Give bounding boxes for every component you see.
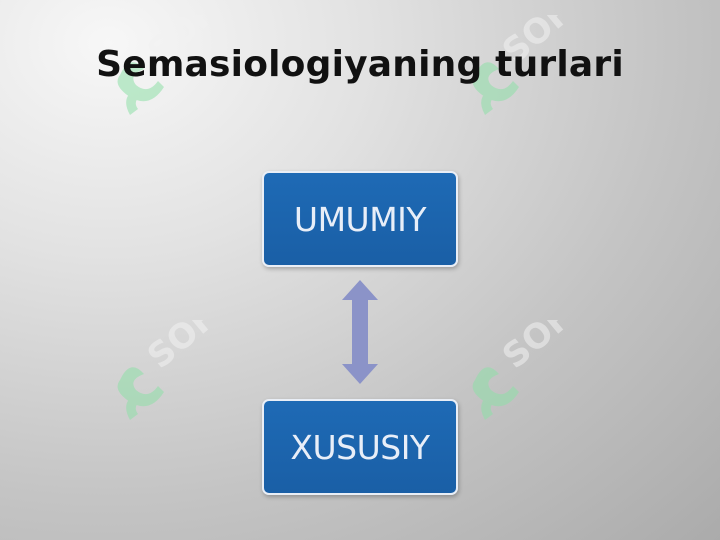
- umumiy-box: UMUMIY: [262, 171, 458, 267]
- xususiy-box: XUSUSIY: [262, 399, 458, 495]
- watermark-logo: SOFF: [472, 320, 597, 420]
- svg-text:SOFF: SOFF: [140, 320, 242, 377]
- double-headed-arrow: [342, 280, 378, 384]
- arrow-shape: [342, 280, 378, 384]
- svg-text:SOFF: SOFF: [495, 320, 597, 377]
- watermark-logo: SOFF: [117, 320, 242, 420]
- slide-title: Semasiologiyaning turlari: [96, 44, 624, 85]
- umumiy-label: UMUMIY: [293, 199, 427, 239]
- xususiy-label: XUSUSIY: [290, 427, 430, 467]
